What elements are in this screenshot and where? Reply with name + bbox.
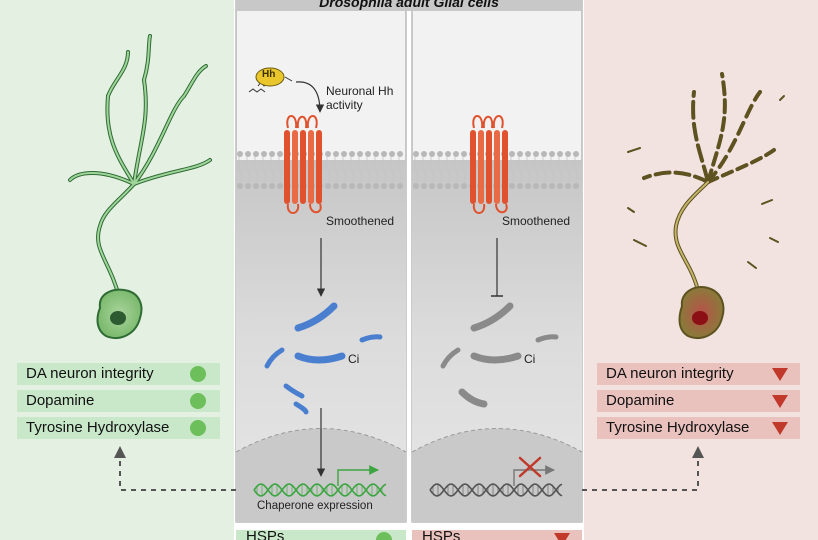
right-row-da-integrity: DA neuron integrity xyxy=(597,363,800,385)
left-row-label: Dopamine xyxy=(26,392,95,409)
feedback-arrowhead-left xyxy=(114,446,126,458)
smoothened-label-active: Smoothened xyxy=(326,214,395,228)
left-row-dopamine: Dopamine xyxy=(17,390,220,412)
hh-activity-arrow xyxy=(295,81,325,113)
hsps-box-inactive: HSPs xyxy=(412,528,582,540)
feedback-arrow-left xyxy=(119,452,236,491)
left-row-da-integrity: DA neuron integrity xyxy=(17,363,220,385)
hh-ligand-icon xyxy=(248,67,293,93)
right-row-label: Dopamine xyxy=(606,392,675,409)
feedback-arrowhead-right xyxy=(692,446,704,458)
normal-dot-icon xyxy=(376,532,392,540)
dna-strand-active xyxy=(253,483,387,497)
hsps-label-active: HSPs xyxy=(246,528,285,540)
ci-label-inactive: Ci xyxy=(524,352,536,366)
ci-proteins-active xyxy=(264,302,383,415)
ci-label-active: Ci xyxy=(348,352,360,366)
hh-badge-label: Hh xyxy=(262,69,276,80)
right-row-tyrosine: Tyrosine Hydroxylase xyxy=(597,417,800,439)
decrease-triangle-icon xyxy=(772,395,788,408)
decrease-triangle-icon xyxy=(554,533,570,540)
left-row-tyrosine: Tyrosine Hydroxylase xyxy=(17,417,220,439)
right-panel-bg xyxy=(584,0,818,540)
dna-strand-inactive xyxy=(429,483,563,497)
neuronal-activity-label: Neuronal Hh activity xyxy=(326,84,394,112)
right-row-label: DA neuron integrity xyxy=(606,365,734,382)
smoothened-receptor-inactive xyxy=(470,115,508,214)
decrease-triangle-icon xyxy=(772,368,788,381)
right-row-dopamine: Dopamine xyxy=(597,390,800,412)
decrease-triangle-icon xyxy=(772,422,788,435)
transcription-arrow-inactive xyxy=(513,465,555,486)
transcription-arrow-active xyxy=(337,465,379,486)
healthy-neuron-icon xyxy=(68,34,212,339)
right-row-label: Tyrosine Hydroxylase xyxy=(606,419,750,436)
hsps-label-inactive: HSPs xyxy=(422,528,461,540)
diagram-title: Drosophila adult Glial cells xyxy=(236,0,582,11)
left-row-label: DA neuron integrity xyxy=(26,365,154,382)
smoothened-label-inactive: Smoothened xyxy=(502,214,571,228)
left-panel-bg xyxy=(0,0,234,540)
feedback-arrow-right xyxy=(582,452,699,491)
chaperone-expression-label: Chaperone expression xyxy=(257,500,373,512)
degenerating-neuron-icon xyxy=(627,72,785,339)
left-row-label: Tyrosine Hydroxylase xyxy=(26,419,170,436)
blocked-cross-icon xyxy=(518,456,542,478)
normal-dot-icon xyxy=(190,366,206,382)
hsps-box-active: HSPs xyxy=(236,528,406,540)
smoothened-receptor-active xyxy=(284,115,322,214)
normal-dot-icon xyxy=(190,420,206,436)
normal-dot-icon xyxy=(190,393,206,409)
ci-proteins-inactive xyxy=(440,302,559,408)
